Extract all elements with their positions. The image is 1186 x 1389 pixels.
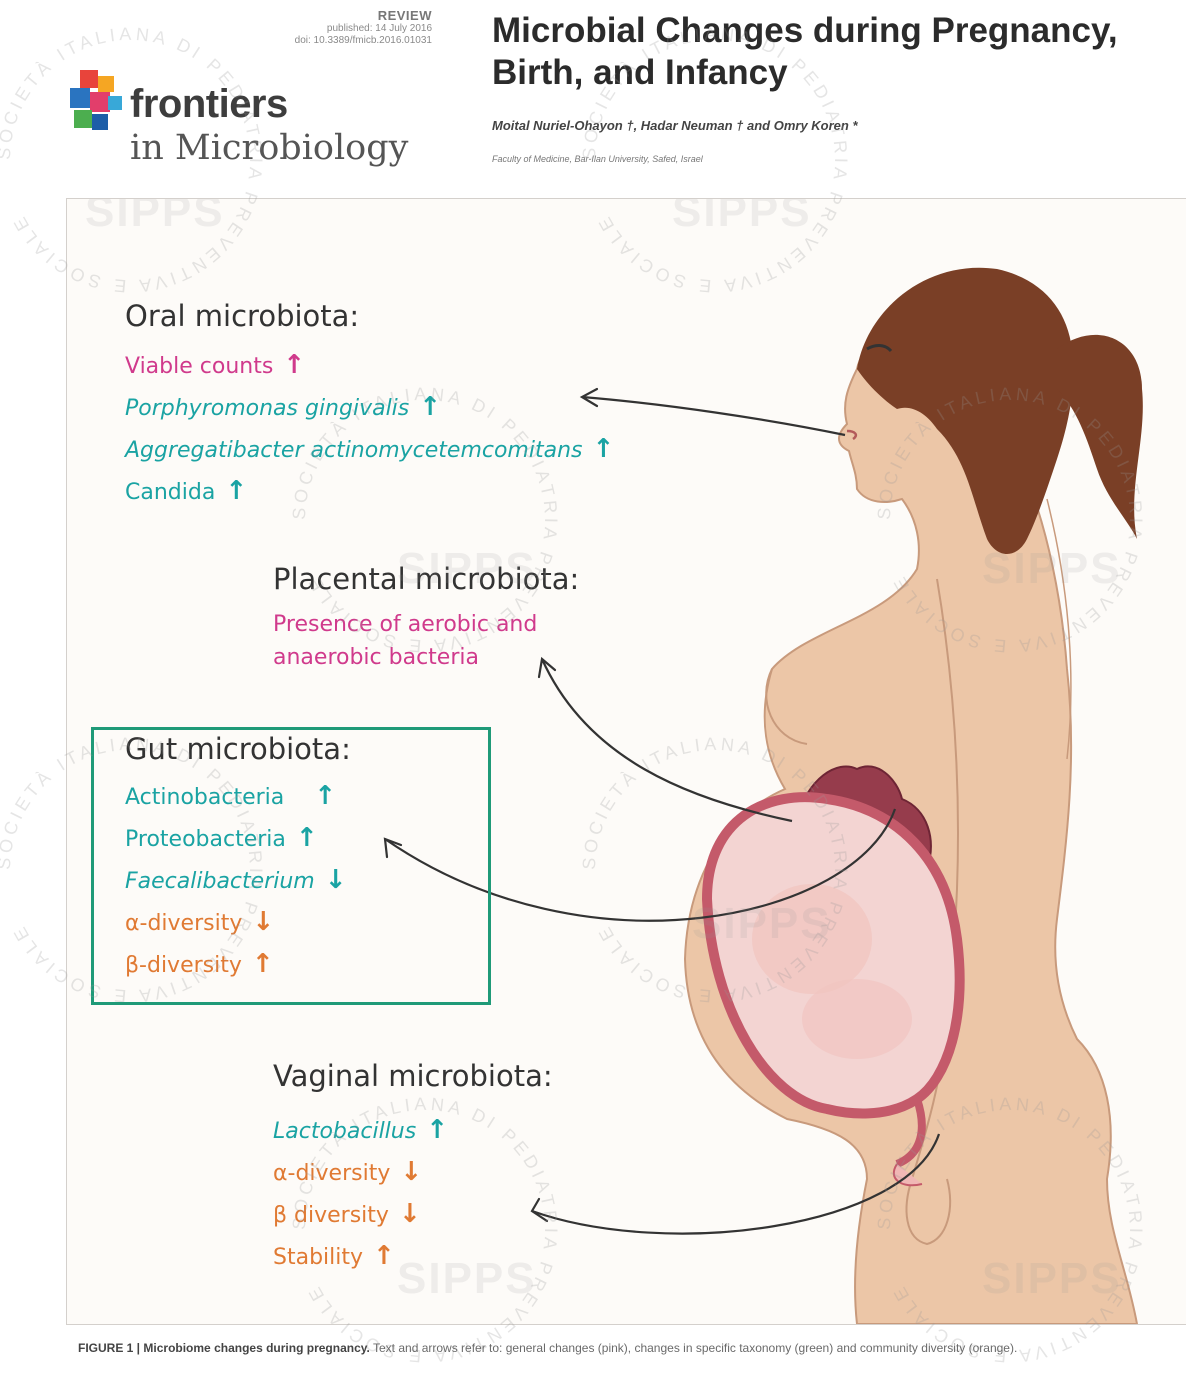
svg-text:SOCIETÀ ITALIANA DI PEDIATRIA: SOCIETÀ ITALIANA DI PEDIATRIA PREVENTIVA… xyxy=(0,734,266,1006)
watermark-seal-icon: SOCIETÀ ITALIANA DI PEDIATRIA PREVENTIVA… xyxy=(565,10,865,310)
svg-text:SOCIETÀ ITALIANA DI PEDIATRIA: SOCIETÀ ITALIANA DI PEDIATRIA PREVENTIVA… xyxy=(874,384,1146,656)
watermark-seal-icon: SOCIETÀ ITALIANA DI PEDIATRIA PREVENTIVA… xyxy=(860,370,1160,670)
caption-title: Microbiome changes during pregnancy. xyxy=(143,1341,369,1355)
published-date: published: 14 July 2016 xyxy=(295,23,432,35)
caption-label: FIGURE 1 | xyxy=(78,1341,140,1355)
watermark-seal-icon: SOCIETÀ ITALIANA DI PEDIATRIA PREVENTIVA… xyxy=(275,1080,575,1380)
oral-item-candida: Candida↑ xyxy=(125,480,247,505)
watermark-seal-icon: SOCIETÀ ITALIANA DI PEDIATRIA PREVENTIVA… xyxy=(860,1080,1160,1380)
watermark-seal-icon: SOCIETÀ ITALIANA DI PEDIATRIA PREVENTIVA… xyxy=(275,370,575,670)
article-type: REVIEW xyxy=(295,8,432,23)
up-arrow-icon: ↑ xyxy=(314,786,336,806)
svg-text:SOCIETÀ ITALIANA DI PEDIATRIA: SOCIETÀ ITALIANA DI PEDIATRIA PREVENTIVA… xyxy=(579,24,851,296)
doi-link[interactable]: doi: 10.3389/fmicb.2016.01031 xyxy=(295,35,432,47)
caption-text: Text and arrows refer to: general change… xyxy=(373,1341,1017,1355)
up-arrow-icon: ↑ xyxy=(225,481,247,501)
up-arrow-icon: ↑ xyxy=(593,439,615,459)
watermark-seal-icon: SOCIETÀ ITALIANA DI PEDIATRIA PREVENTIVA… xyxy=(0,720,280,1020)
svg-text:SOCIETÀ ITALIANA DI PEDIATRIA: SOCIETÀ ITALIANA DI PEDIATRIA PREVENTIVA… xyxy=(289,384,561,656)
up-arrow-icon: ↑ xyxy=(296,828,318,848)
down-arrow-icon: ↓ xyxy=(325,870,347,890)
article-meta: REVIEW published: 14 July 2016 doi: 10.3… xyxy=(295,8,432,47)
watermark-seal-icon: SOCIETÀ ITALIANA DI PEDIATRIA PREVENTIVA… xyxy=(0,10,280,310)
watermark-seal-icon: SOCIETÀ ITALIANA DI PEDIATRIA PREVENTIVA… xyxy=(565,720,865,1020)
svg-text:SOCIETÀ ITALIANA DI PEDIATRIA: SOCIETÀ ITALIANA DI PEDIATRIA PREVENTIVA… xyxy=(0,24,266,296)
svg-text:SOCIETÀ ITALIANA DI PEDIATRIA: SOCIETÀ ITALIANA DI PEDIATRIA PREVENTIVA… xyxy=(289,1094,561,1366)
figure-caption: FIGURE 1 | Microbiome changes during pre… xyxy=(78,1340,1168,1357)
svg-text:SOCIETÀ ITALIANA DI PEDIATRIA: SOCIETÀ ITALIANA DI PEDIATRIA PREVENTIVA… xyxy=(874,1094,1146,1366)
svg-text:SOCIETÀ ITALIANA DI PEDIATRIA: SOCIETÀ ITALIANA DI PEDIATRIA PREVENTIVA… xyxy=(579,734,851,1006)
